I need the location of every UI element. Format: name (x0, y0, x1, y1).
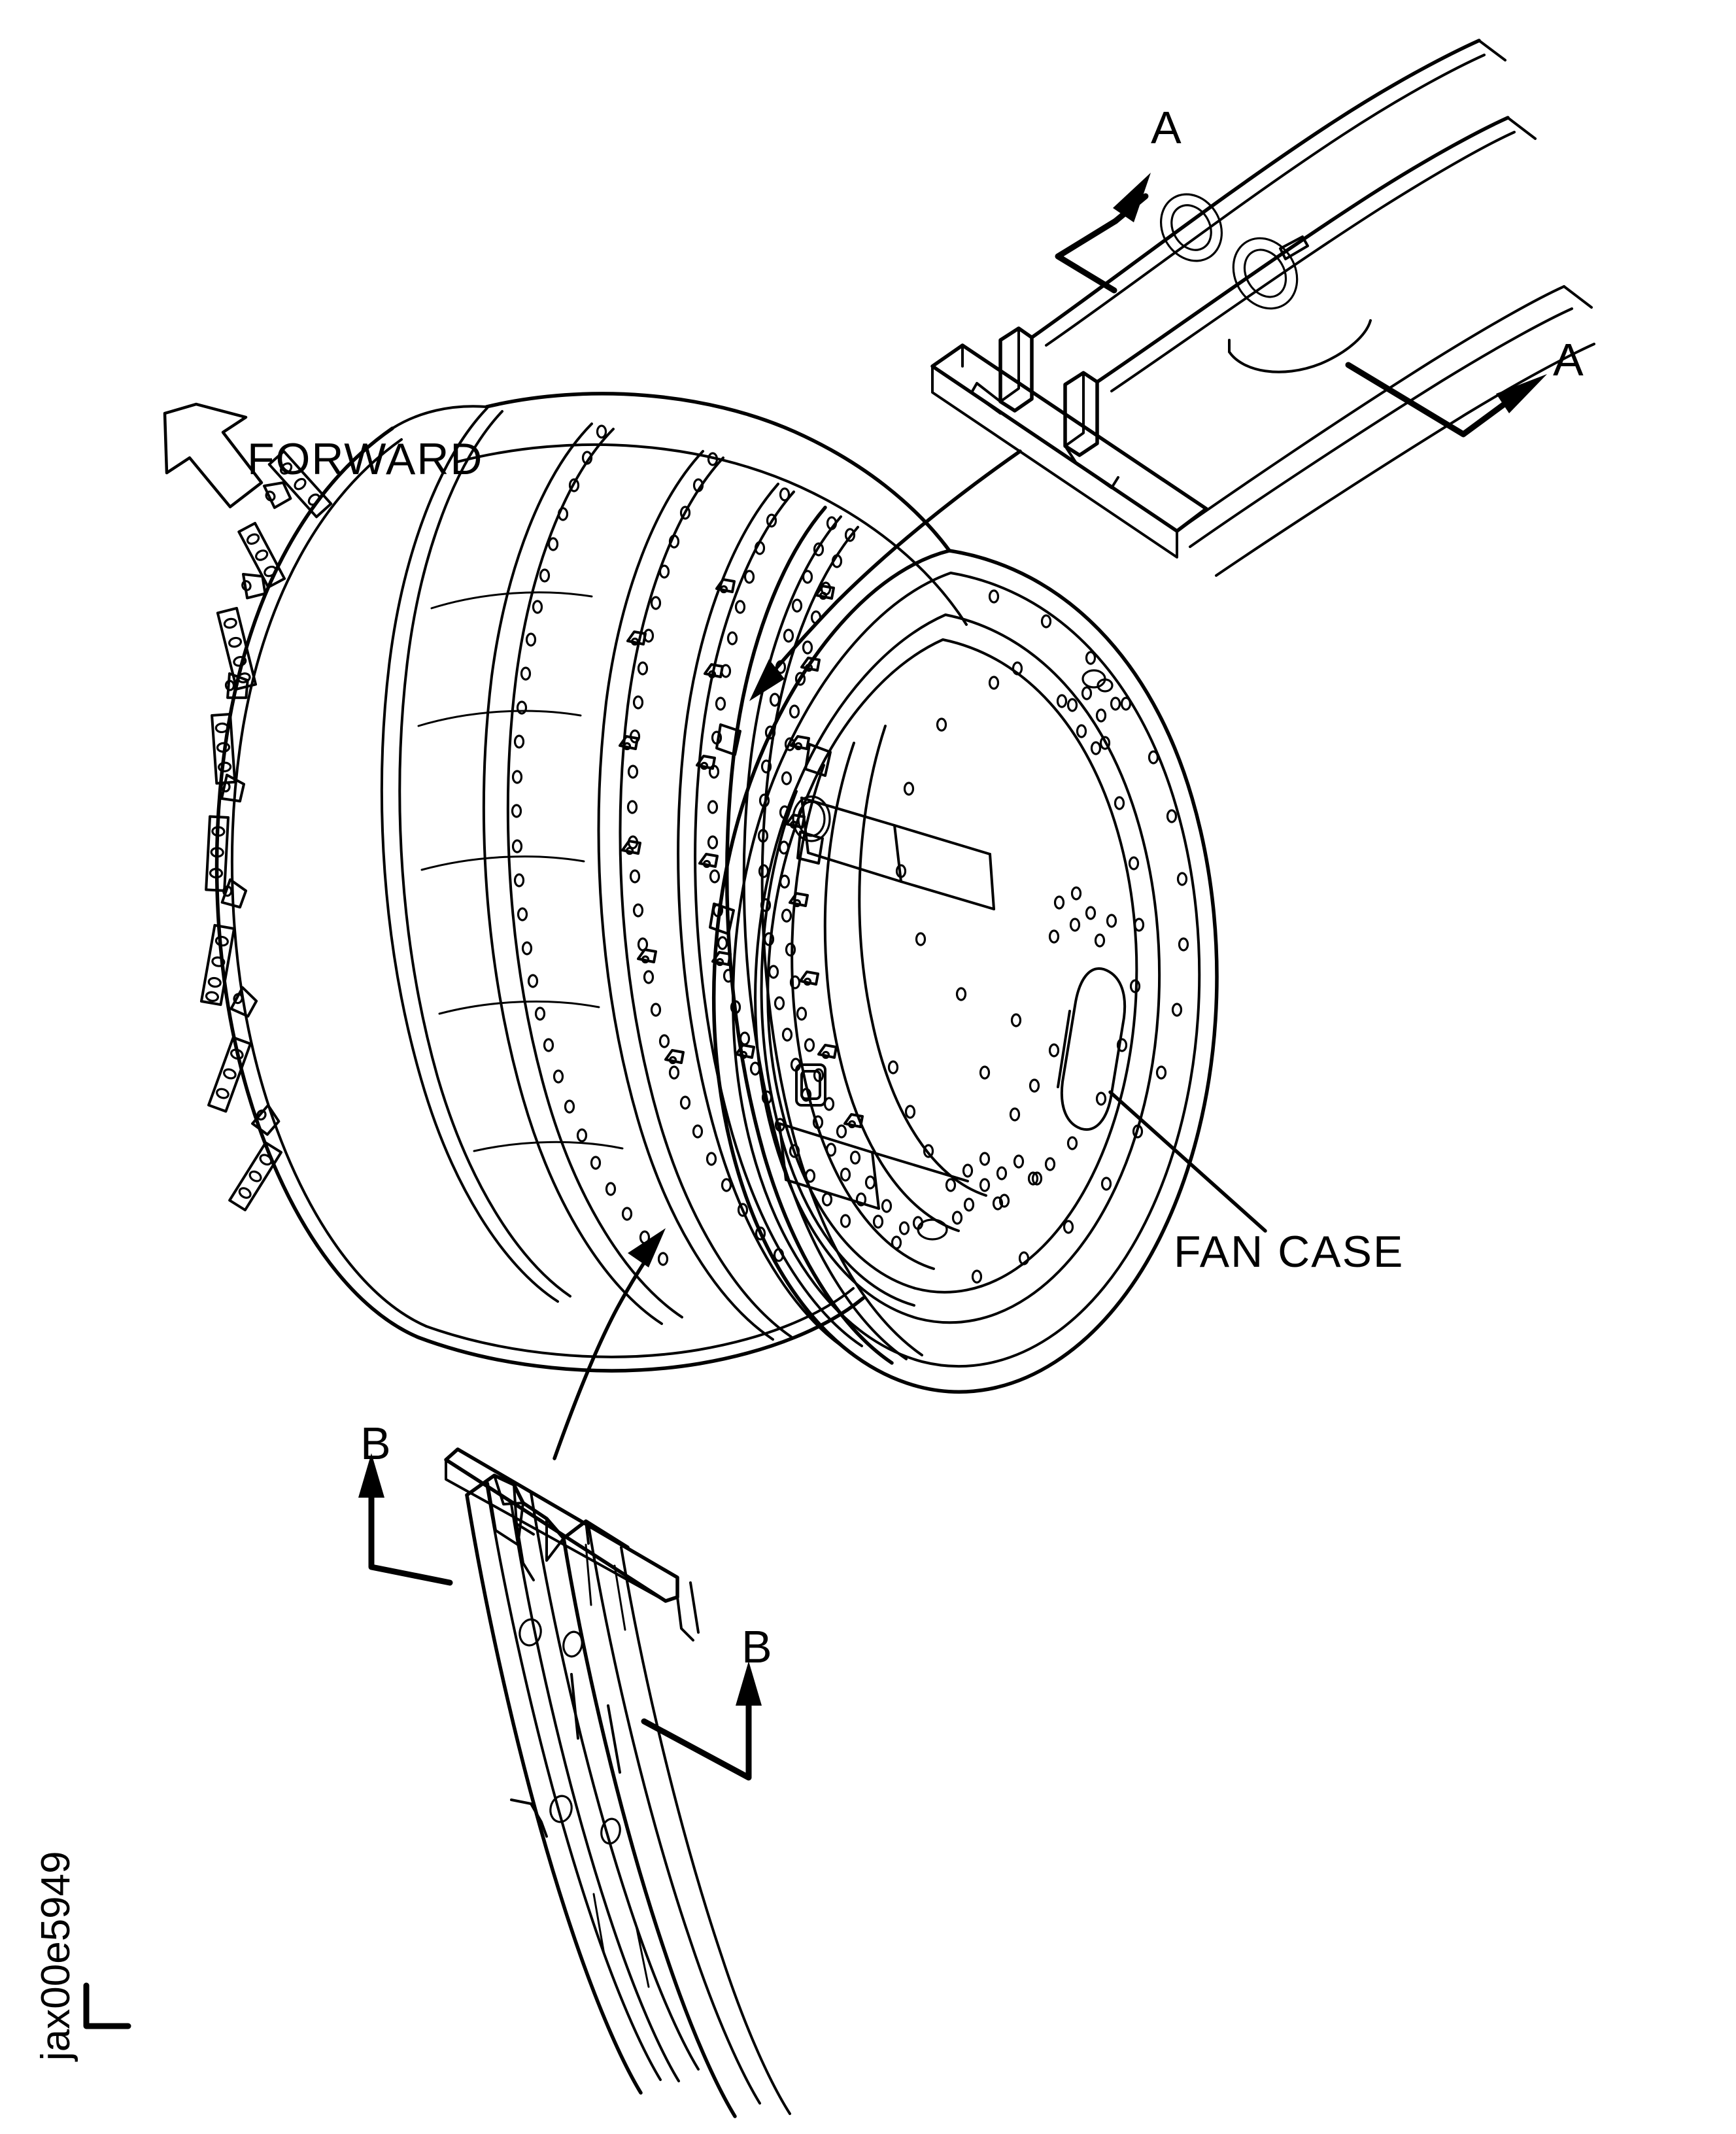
fan-case-label: FAN CASE (1174, 1227, 1404, 1277)
flange-ring-1 (380, 407, 571, 1303)
main-split-flange (725, 506, 923, 1365)
rail-bore-lower (1232, 237, 1299, 310)
aft-face-hole-pattern (887, 589, 1189, 1284)
leader-fan-case (1108, 1090, 1267, 1233)
forward-direction-label: FORWARD (247, 434, 484, 484)
aft-face-access-slot (1057, 967, 1126, 1131)
section-arrow-a-right (1345, 362, 1547, 438)
figure-id-bracket (83, 1982, 131, 2029)
flange-ring-4 (677, 483, 863, 1351)
fan-case-barrel-surface (417, 392, 968, 1373)
section-label-b-left: B (360, 1418, 391, 1469)
flange-ring-3 (597, 450, 792, 1341)
section-arrow-a-top (1055, 173, 1151, 294)
section-b-b-detail (444, 1447, 791, 2118)
rail-bore-upper (1159, 193, 1223, 262)
leader-a-to-case (749, 449, 1022, 701)
fan-case-forward-rim (214, 405, 488, 1339)
forward-arrow-icon (163, 402, 264, 509)
figure-id-text: jax00e5949 (33, 1851, 78, 2061)
section-label-a-right: A (1553, 334, 1584, 385)
fan-case-aft-ring (711, 549, 1219, 1394)
flange-ring-2-bolted (482, 422, 683, 1325)
forward-flange-lugs (199, 450, 333, 1212)
section-label-a-top: A (1151, 102, 1182, 153)
section-arrow-b-left (358, 1453, 453, 1586)
section-arrow-b-right (641, 1661, 762, 1781)
fan-case-assembly (199, 392, 1219, 1394)
section-label-b-right: B (741, 1621, 772, 1672)
section-a-a-detail (930, 39, 1595, 577)
leader-b-to-case (553, 1228, 666, 1460)
